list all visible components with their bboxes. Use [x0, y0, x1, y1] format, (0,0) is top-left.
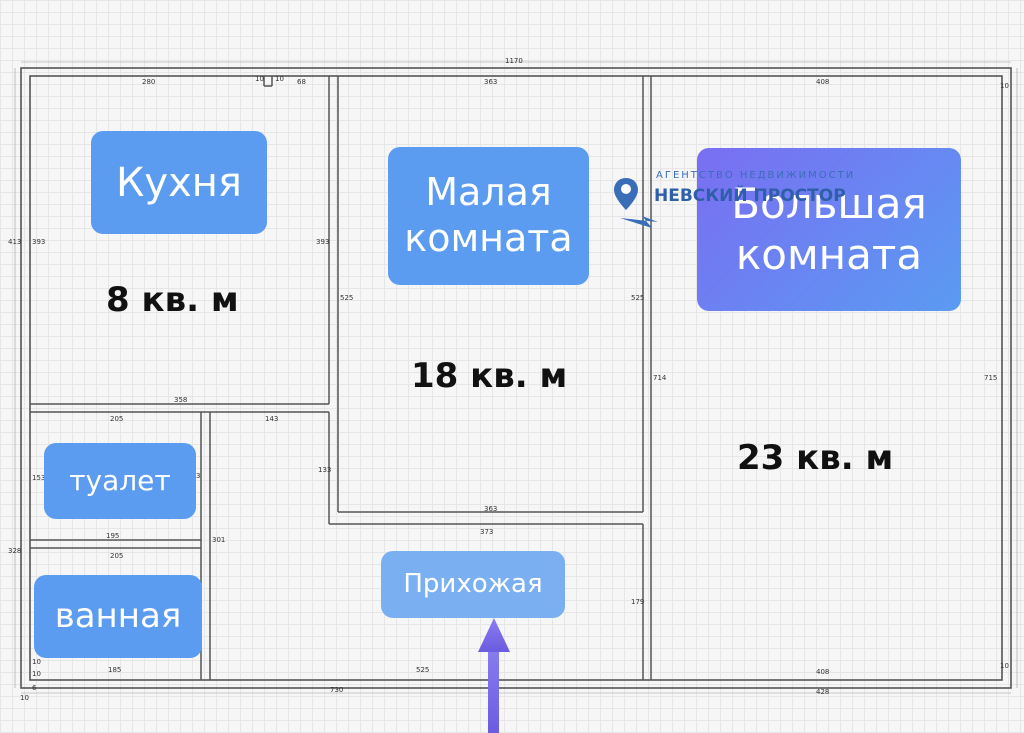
- area-small-room: 18 кв. м: [411, 356, 568, 396]
- dim-corner-10-d: 10: [1000, 82, 1009, 90]
- dim-lower-left: 328: [8, 547, 21, 555]
- room-label-bathroom: ванная: [34, 575, 202, 658]
- dim-corner-10-e: 10: [1000, 662, 1009, 670]
- dim-toilet-bottom: 195: [106, 532, 119, 540]
- dim-hall-bottom: 525: [416, 666, 429, 674]
- dim-toilet-top: 205: [110, 415, 123, 423]
- dim-total-width: 1170: [505, 57, 523, 65]
- dim-left-outer: 413: [8, 238, 21, 246]
- watermark-line2: НЕВСКИЙ ПРОСТОР: [654, 186, 846, 206]
- dim-toilet-right: 3: [196, 472, 200, 480]
- room-label-small-room: Малая комната: [388, 147, 589, 285]
- dimension-lines: [14, 61, 1018, 694]
- dim-kitchen-bottom: 358: [174, 396, 187, 404]
- dim-gap-10: 10: [275, 75, 284, 83]
- dim-corner-6: 6: [32, 684, 37, 692]
- dim-kitchen-right: 393: [316, 238, 329, 246]
- dim-big-room-top: 408: [816, 78, 829, 86]
- dim-hall-jog: 133: [318, 466, 331, 474]
- dim-hall-top: 143: [265, 415, 278, 423]
- dimension-labels: 1170 280 10 10 68 363 408 413 393 393 52…: [8, 57, 1009, 702]
- dim-bath-top: 205: [110, 552, 123, 560]
- dim-small-room-top: 363: [484, 78, 497, 86]
- dim-hall-width: 373: [480, 528, 493, 536]
- agency-watermark: АГЕНТСТВО НЕДВИЖИМОСТИ НЕВСКИЙ ПРОСТОР: [612, 168, 892, 228]
- area-big-room: 23 кв. м: [737, 438, 894, 478]
- outer-walls: [20, 67, 1012, 689]
- dim-gap-68: 68: [297, 78, 306, 86]
- dim-wall-10: 10: [255, 75, 264, 83]
- dim-corner-10-a: 10: [32, 658, 41, 666]
- room-label-hallway: Прихожая: [381, 551, 565, 618]
- dim-big-room-right: 715: [984, 374, 997, 382]
- location-pin-icon: [614, 178, 658, 228]
- dim-small-room-right: 525: [631, 294, 644, 302]
- room-label-toilet: туалет: [44, 443, 196, 519]
- dim-big-room-left: 714: [653, 374, 667, 382]
- dim-toilet-left: 153: [32, 474, 45, 482]
- dim-kitchen-top: 280: [142, 78, 155, 86]
- watermark-line1: АГЕНТСТВО НЕДВИЖИМОСТИ: [656, 170, 856, 181]
- dim-corner-10-c: 10: [20, 694, 29, 702]
- room-label-big-room: Большая комната: [697, 148, 961, 311]
- dim-bath-bottom: 185: [108, 666, 121, 674]
- dim-small-room-left: 525: [340, 294, 353, 302]
- room-label-kitchen: Кухня: [91, 131, 267, 234]
- dim-small-room-bottom: 363: [484, 505, 497, 513]
- dim-big-room-bottom: 408: [816, 668, 829, 676]
- dim-hall-right: 179: [631, 598, 644, 606]
- entrance-arrow-icon: [478, 618, 510, 733]
- dim-corner-10-b: 10: [32, 670, 41, 678]
- area-kitchen: 8 кв. м: [106, 280, 239, 320]
- dim-bottom-left-total: 730: [330, 686, 343, 694]
- dim-kitchen-left: 393: [32, 238, 45, 246]
- dim-bottom-right-total: 428: [816, 688, 829, 696]
- dim-hall-left: 301: [212, 536, 225, 544]
